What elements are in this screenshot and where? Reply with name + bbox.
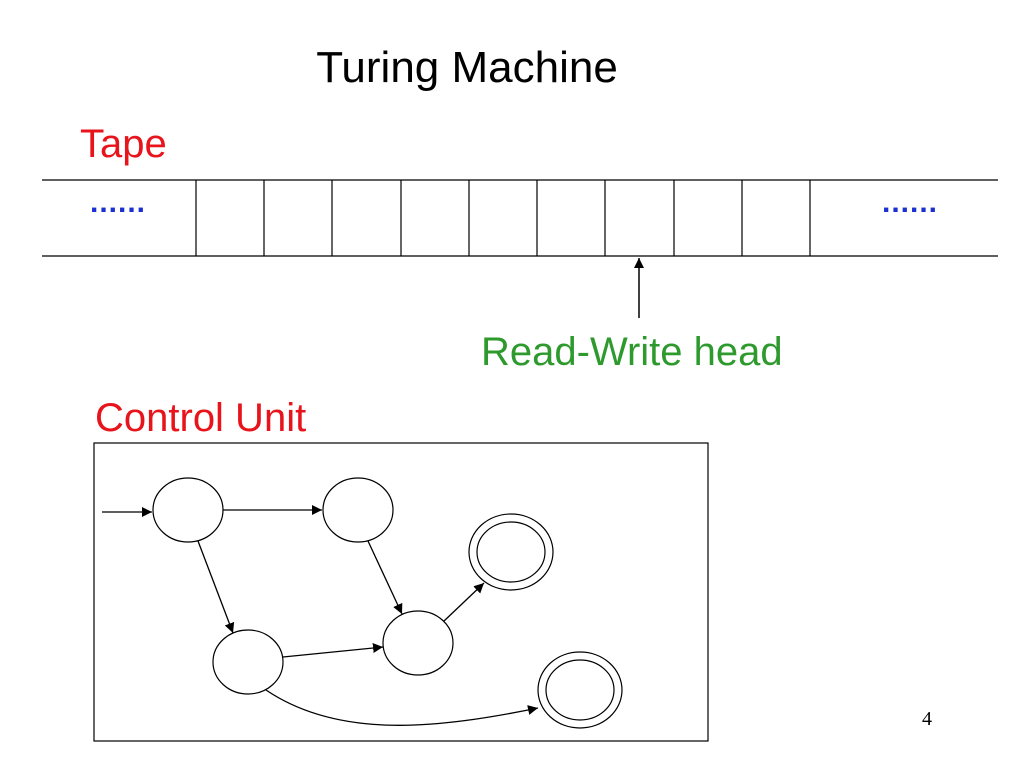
tape-right-ellipsis: ...... — [882, 186, 939, 219]
tape-cells — [195, 180, 811, 256]
transition-arrow — [265, 689, 539, 726]
read-write-head-label: Read-Write head — [481, 330, 783, 374]
transition-arrow — [367, 540, 403, 615]
slide-title: Turing Machine — [316, 43, 618, 92]
page-number: 4 — [922, 708, 932, 730]
tape-label: Tape — [80, 122, 167, 166]
state-node — [322, 477, 394, 543]
accepting-state — [537, 651, 623, 729]
control-unit-box — [93, 442, 709, 742]
control-unit-label: Control Unit — [95, 396, 307, 440]
state-start — [152, 477, 224, 543]
state-diagram — [152, 477, 623, 729]
accepting-state — [468, 513, 554, 591]
transition-arrow — [197, 540, 235, 634]
state-node — [212, 629, 284, 695]
state-node — [382, 610, 454, 676]
tape — [42, 179, 998, 257]
tape-left-ellipsis: ...... — [90, 186, 147, 219]
accepting-state-inner — [545, 659, 615, 721]
transitions — [102, 505, 539, 726]
transition-arrow — [282, 643, 384, 658]
accepting-state-inner — [476, 521, 546, 583]
transition-arrow — [443, 582, 485, 622]
